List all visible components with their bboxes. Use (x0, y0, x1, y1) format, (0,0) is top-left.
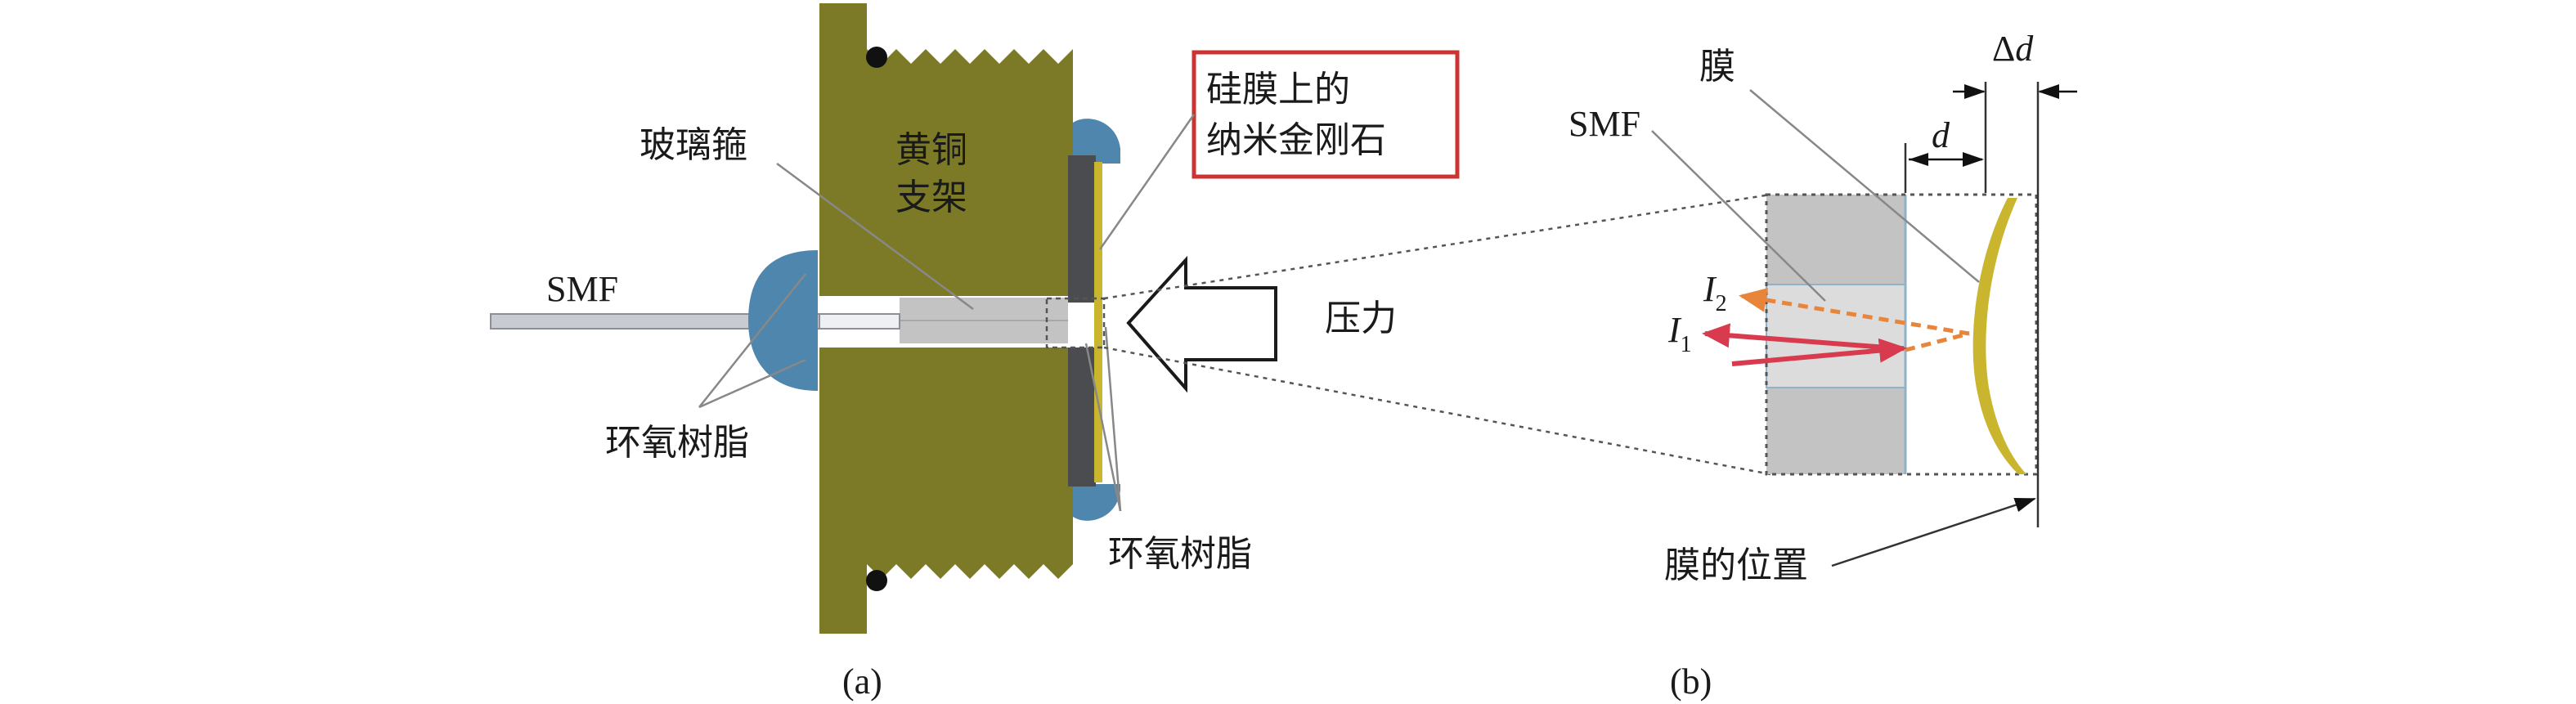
nanodiamond-label-box (1192, 50, 1460, 179)
zoom-region-box (1045, 297, 1106, 349)
intensity-i2-label: I2 (1703, 269, 1727, 316)
glass-ferrule-label: 玻璃箍 (640, 124, 747, 166)
diaphragm-plate-upper (1068, 155, 1096, 303)
membrane-curve (1972, 198, 2026, 474)
o-ring-bottom (866, 570, 887, 591)
nanodiamond-label-line2: 纳米金刚石 (1206, 119, 1386, 161)
zoom-frame (1765, 193, 2038, 476)
epoxy-left-blob (748, 250, 818, 391)
brass-holder-label-line2: 支架 (895, 177, 967, 218)
glass-ferrule-leader (776, 162, 974, 311)
epoxy-left-leader-2 (698, 358, 806, 409)
epoxy-right-leader-2 (1104, 326, 1122, 512)
brass-holder-label-line1: 黄铜 (895, 129, 967, 171)
membrane-leader (1749, 89, 1980, 283)
gap-d-label: d (1932, 115, 1950, 155)
intensity-i1-label: I1 (1667, 310, 1692, 357)
ray-i2-reflected (1739, 288, 1970, 336)
o-ring-top (866, 47, 887, 68)
panel-a: 压力 硅膜上的 纳米金刚石 SMF 玻璃箍 黄铜 支架 环氧树脂 环氧树脂 (a… (490, 3, 1460, 702)
membrane-position-label: 膜的位置 (1664, 545, 1808, 586)
brass-holder-upper (819, 3, 1073, 296)
delta-d-label: Δd (1992, 29, 2034, 69)
membrane-label: 膜 (1699, 46, 1735, 87)
smf-label-a: SMF (546, 269, 618, 309)
caption-a: (a) (842, 661, 882, 702)
nanodiamond-label-line1: 硅膜上的 (1206, 69, 1350, 110)
ray-i1-incident (1731, 338, 1907, 366)
panel-b: d Δd I2 I1 膜 SMF 膜的位置 (b) (1103, 29, 2077, 702)
zoom-projection-upper (1103, 193, 1771, 300)
epoxy-right-leader-1 (1084, 343, 1122, 512)
epoxy-left-label: 环氧树脂 (605, 422, 749, 464)
pressure-label: 压力 (1325, 298, 1397, 339)
brass-holder-lower (819, 348, 1073, 634)
smf-label-b: SMF (1568, 104, 1640, 144)
pressure-arrow (1126, 255, 1277, 393)
epoxy-right-bottom (1073, 484, 1120, 521)
epoxy-right-label: 环氧树脂 (1108, 533, 1252, 575)
membrane-strip (1094, 162, 1102, 482)
membrane-position-leader (1831, 497, 2036, 567)
ray-i2-incident (1905, 331, 1970, 352)
epoxy-left-leader-1 (698, 273, 806, 408)
smf-leader-b (1651, 130, 1826, 302)
epoxy-right-top (1073, 119, 1120, 164)
fiber-core (1766, 284, 1906, 388)
nanodiamond-leader (1098, 114, 1196, 250)
ray-i1-reflected (1702, 323, 1898, 351)
caption-b: (b) (1670, 661, 1712, 702)
fiber-inside (819, 313, 900, 330)
zoom-projection-lower (1103, 346, 1771, 476)
